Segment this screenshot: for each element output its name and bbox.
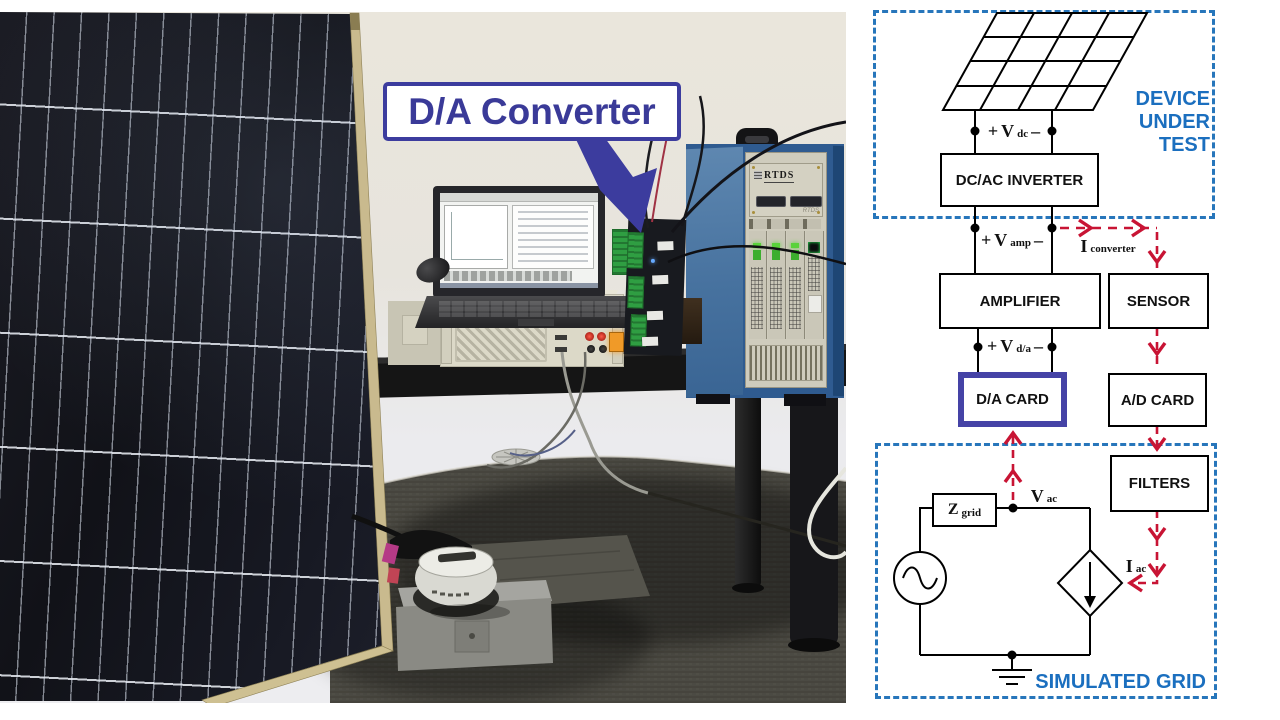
rack-front-panel: RTDS RTDS xyxy=(745,152,827,388)
block-da-card: D/A CARD xyxy=(958,372,1067,427)
terminal-block xyxy=(626,232,644,269)
da-converter-callout: D/A Converter xyxy=(383,82,681,141)
module-label xyxy=(646,310,664,321)
laptop-screen-content xyxy=(440,193,598,288)
rack-right-edge xyxy=(833,145,844,397)
rack-cabinet: RTDS RTDS xyxy=(686,144,844,406)
bottom-crop-bar xyxy=(0,703,846,720)
sim-grid-region-title: SIMULATED GRID xyxy=(1035,671,1206,693)
block-ad-card: A/D CARD xyxy=(1108,373,1207,427)
laptop-keyboard xyxy=(415,296,650,328)
seven-segment-display xyxy=(808,242,820,253)
rack-foot xyxy=(784,394,826,406)
software-menubar xyxy=(440,193,598,202)
rtds-logo-icon xyxy=(754,171,762,179)
block-amplifier: AMPLIFIER xyxy=(939,273,1101,329)
rtds-simulator-rack: RTDS RTDS xyxy=(686,128,844,406)
processor-card xyxy=(768,231,786,339)
power-switch xyxy=(609,332,624,352)
rack-foot xyxy=(696,394,730,404)
dsub-connector xyxy=(790,196,822,207)
banana-jack-black xyxy=(587,345,595,353)
block-dcac-inverter: DC/AC INVERTER xyxy=(940,153,1099,207)
floor-vent xyxy=(491,448,541,466)
software-toolbar xyxy=(444,271,572,281)
module-label xyxy=(652,274,669,285)
callout-label: D/A Converter xyxy=(408,90,656,132)
barcode-sticker xyxy=(808,295,822,313)
card-cage xyxy=(749,231,824,339)
banana-jack-red xyxy=(597,332,606,341)
solar-panel xyxy=(0,12,382,701)
status-led xyxy=(650,258,655,263)
processor-card xyxy=(787,231,805,339)
laptop-keys xyxy=(438,301,627,317)
processor-card xyxy=(749,231,767,339)
amplifier-side-vent xyxy=(402,315,428,345)
rtds-brand-text: RTDS xyxy=(764,170,795,183)
top-crop-bar xyxy=(0,0,846,12)
card-header-strip xyxy=(749,219,821,229)
dut-region-title: DEVICE UNDER TEST xyxy=(1135,88,1210,156)
module-label xyxy=(641,336,659,347)
block-sensor: SENSOR xyxy=(1108,273,1209,329)
software-plot-pane xyxy=(444,205,508,269)
banana-jack-black xyxy=(599,345,607,353)
module-label xyxy=(657,241,674,251)
block-filters: FILTERS xyxy=(1110,455,1209,512)
table-leg xyxy=(735,386,761,588)
table-leg xyxy=(790,380,838,645)
software-statusbar xyxy=(440,283,598,288)
banana-jack-red xyxy=(585,332,594,341)
terminal-block xyxy=(627,276,645,309)
laptop-screen xyxy=(433,186,605,298)
simulated-grid-region xyxy=(875,443,1217,699)
io-card xyxy=(806,231,824,339)
converter-pcb-stack xyxy=(623,218,687,356)
laptop-trackpad xyxy=(518,319,555,326)
dsub-connector xyxy=(756,196,786,207)
software-text-pane xyxy=(512,205,594,269)
rtds-top-module: RTDS RTDS xyxy=(749,163,823,217)
da-converter-boards xyxy=(596,217,700,357)
rack-vent xyxy=(749,345,823,381)
